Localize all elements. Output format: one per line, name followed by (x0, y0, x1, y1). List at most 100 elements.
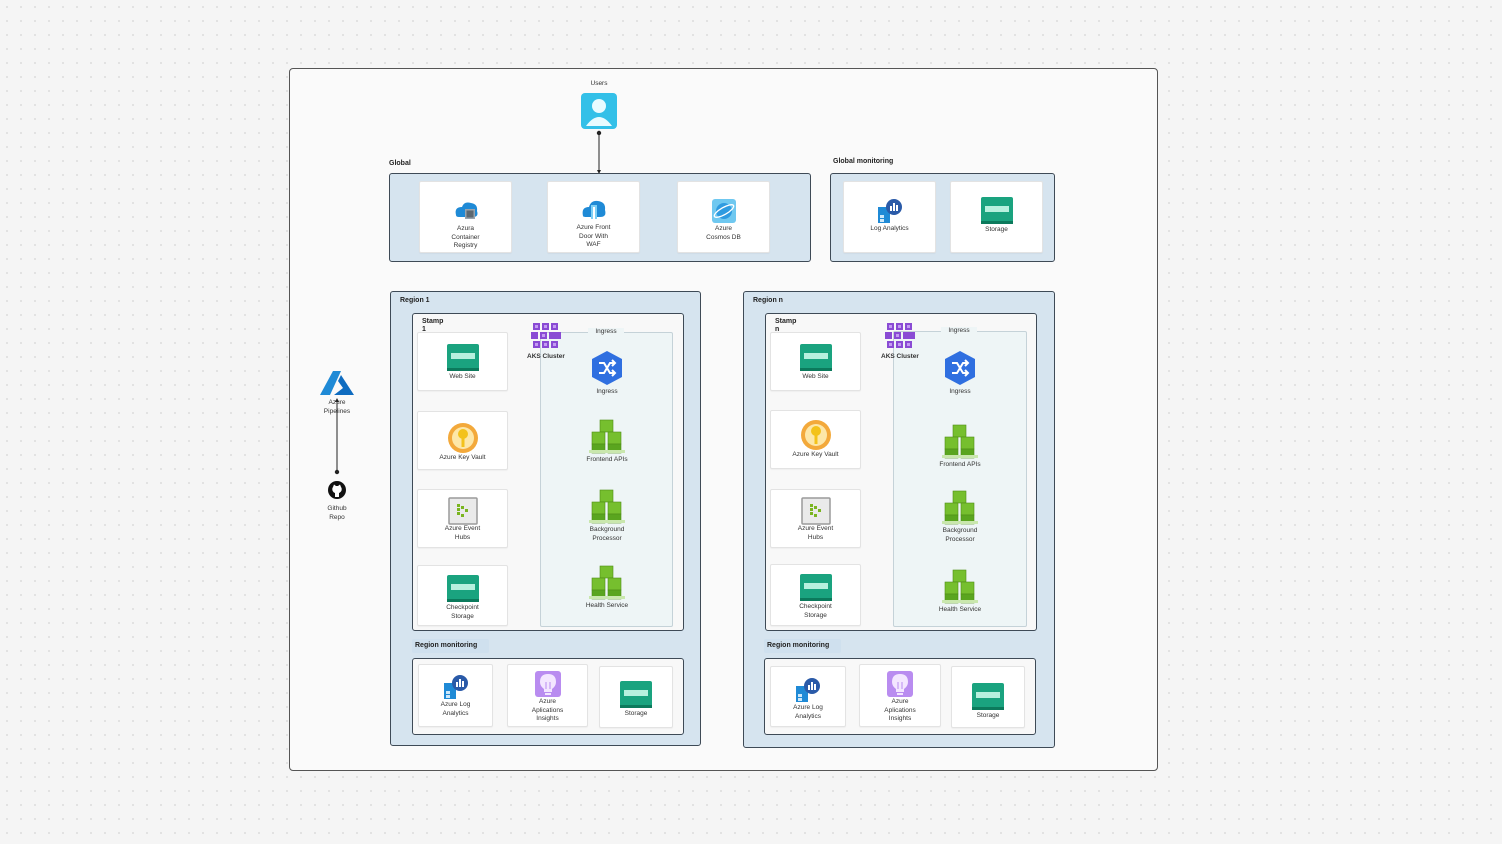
region-n-health-service-label: Health Service (938, 606, 982, 613)
azure-pipelines-icon (320, 371, 354, 395)
users-node[interactable]: Users (571, 80, 627, 130)
region-n-event-hubs-card[interactable]: Azure Event Hubs (770, 489, 861, 548)
github-repo-node[interactable]: Github Repo (311, 480, 363, 522)
key-vault-icon (800, 420, 831, 450)
region-1-aks-cluster[interactable]: AKS Cluster (523, 321, 569, 362)
event-hubs-icon (800, 497, 831, 525)
region-n-stamp-title: Stamp n (775, 318, 797, 333)
region-1-monitoring-title: Region monitoring (415, 642, 478, 649)
connector-arrowhead (597, 170, 601, 174)
web-site-icon (799, 344, 832, 371)
app-insights-icon (887, 671, 913, 697)
aks-cluster-icon (885, 323, 915, 348)
region-n-key-vault-card[interactable]: Azure Key Vault (770, 410, 861, 469)
region-n-ingress-title: Ingress (941, 327, 977, 336)
region-n-background-processor-label: Background Processor (942, 527, 978, 543)
users-label: Users (590, 80, 608, 87)
region-1-checkpoint-storage-card[interactable]: Checkpoint Storage (417, 565, 508, 626)
log-analytics-icon (443, 675, 468, 699)
region-n-checkpoint-storage-label: Checkpoint Storage (799, 603, 832, 619)
region-n-ingress-node[interactable]: Ingress (929, 350, 991, 397)
region-1-app-insights-label: Azure Aplications Insights (531, 698, 564, 722)
region-n-frontend-apis-label: Frontend APIs (939, 461, 981, 468)
region-1-aks-label: AKS Cluster (527, 353, 565, 360)
connector-start-dot (334, 469, 340, 475)
container-registry-label: Azura Container Registry (451, 225, 480, 249)
region-n-monitoring-tag (764, 639, 841, 653)
region-n-aks-label: AKS Cluster (881, 353, 919, 360)
front-door-card[interactable]: Azure Front Door With WAF (547, 181, 640, 253)
event-hubs-icon (447, 497, 478, 525)
region-1-frontend-apis-label: Frontend APIs (586, 456, 628, 463)
region-n-web-site-card[interactable]: Web Site (770, 332, 861, 391)
region-1-health-service-node[interactable]: Health Service (576, 564, 638, 611)
ingress-icon (945, 351, 975, 385)
region-1-ingress-title: Ingress (588, 328, 624, 337)
region-n-checkpoint-storage-card[interactable]: Checkpoint Storage (770, 564, 861, 626)
region-1-background-processor-label: Background Processor (589, 526, 625, 542)
log-analytics-icon (877, 199, 902, 223)
region-n-title: Region n (753, 297, 783, 304)
region-1-background-processor-node[interactable]: Background Processor (576, 488, 638, 543)
azure-pipelines-node[interactable]: Azure Pipelines (311, 370, 363, 416)
global-storage-card[interactable]: Storage (950, 181, 1043, 253)
region-n-app-insights-card[interactable]: Azure Aplications Insights (859, 664, 941, 727)
frontend-apis-icon (942, 424, 978, 459)
front-door-label: Azure Front Door With WAF (576, 224, 611, 248)
connector-start-dot (596, 130, 602, 136)
region-n-background-processor-node[interactable]: Background Processor (929, 489, 991, 544)
log-analytics-card[interactable]: Log Analytics (843, 181, 936, 253)
github-repo-label: Github Repo (327, 505, 347, 521)
region-1-log-analytics-card[interactable]: Azure Log Analytics (418, 664, 493, 727)
region-1-title: Region 1 (400, 297, 430, 304)
storage-icon (446, 575, 479, 602)
health-service-icon (589, 565, 625, 600)
region-n-monitoring-title: Region monitoring (767, 642, 830, 649)
region-1-checkpoint-storage-label: Checkpoint Storage (446, 604, 479, 620)
ingress-icon (592, 351, 622, 385)
cosmos-db-label: Azure Cosmos DB (706, 225, 741, 241)
region-1-ingress-label: Ingress (596, 388, 618, 395)
storage-icon (620, 681, 652, 708)
storage-icon (972, 683, 1004, 710)
frontend-apis-icon (589, 419, 625, 454)
region-n-app-insights-label: Azure Aplications Insights (884, 698, 916, 722)
region-n-aks-cluster[interactable]: AKS Cluster (877, 321, 923, 362)
cosmos-db-card[interactable]: Azure Cosmos DB (677, 181, 770, 253)
user-icon (581, 92, 617, 129)
log-analytics-icon (796, 678, 820, 702)
web-site-icon (446, 344, 479, 371)
region-1-event-hubs-card[interactable]: Azure Event Hubs (417, 489, 508, 548)
log-analytics-label: Log Analytics (870, 225, 909, 232)
region-1-frontend-apis-node[interactable]: Frontend APIs (576, 418, 638, 465)
region-1-log-analytics-label: Azure Log Analytics (440, 701, 471, 717)
background-processor-icon (589, 489, 625, 524)
region-n-web-site-label: Web Site (802, 373, 829, 380)
region-n-frontend-apis-node[interactable]: Frontend APIs (929, 423, 991, 470)
region-n-monitoring-storage-card[interactable]: Storage (951, 666, 1025, 728)
region-n-log-analytics-label: Azure Log Analytics (793, 704, 823, 720)
region-n-key-vault-label: Azure Key Vault (792, 451, 839, 458)
region-1-monitoring-storage-card[interactable]: Storage (599, 666, 673, 728)
region-1-app-insights-card[interactable]: Azure Aplications Insights (507, 664, 588, 727)
region-1-web-site-card[interactable]: Web Site (417, 332, 508, 391)
app-insights-icon (534, 671, 561, 697)
region-n-log-analytics-card[interactable]: Azure Log Analytics (770, 666, 846, 727)
region-n-monitoring-storage-label: Storage (976, 712, 1000, 719)
region-n-health-service-node[interactable]: Health Service (929, 568, 991, 615)
region-1-monitoring-storage-label: Storage (624, 710, 648, 717)
region-1-monitoring-tag (412, 639, 489, 653)
region-n-event-hubs-label: Azure Event Hubs (797, 525, 834, 541)
region-1-ingress-node[interactable]: Ingress (576, 350, 638, 397)
key-vault-icon (447, 423, 478, 453)
github-icon (328, 481, 346, 499)
connector-arrowhead (335, 398, 339, 402)
region-1-web-site-label: Web Site (449, 373, 476, 380)
container-registry-card[interactable]: Azura Container Registry (419, 181, 512, 253)
health-service-icon (942, 569, 978, 604)
region-1-health-service-label: Health Service (585, 602, 629, 609)
front-door-icon (582, 200, 605, 219)
region-1-key-vault-card[interactable]: Azure Key Vault (417, 411, 508, 470)
container-registry-icon (455, 202, 477, 219)
